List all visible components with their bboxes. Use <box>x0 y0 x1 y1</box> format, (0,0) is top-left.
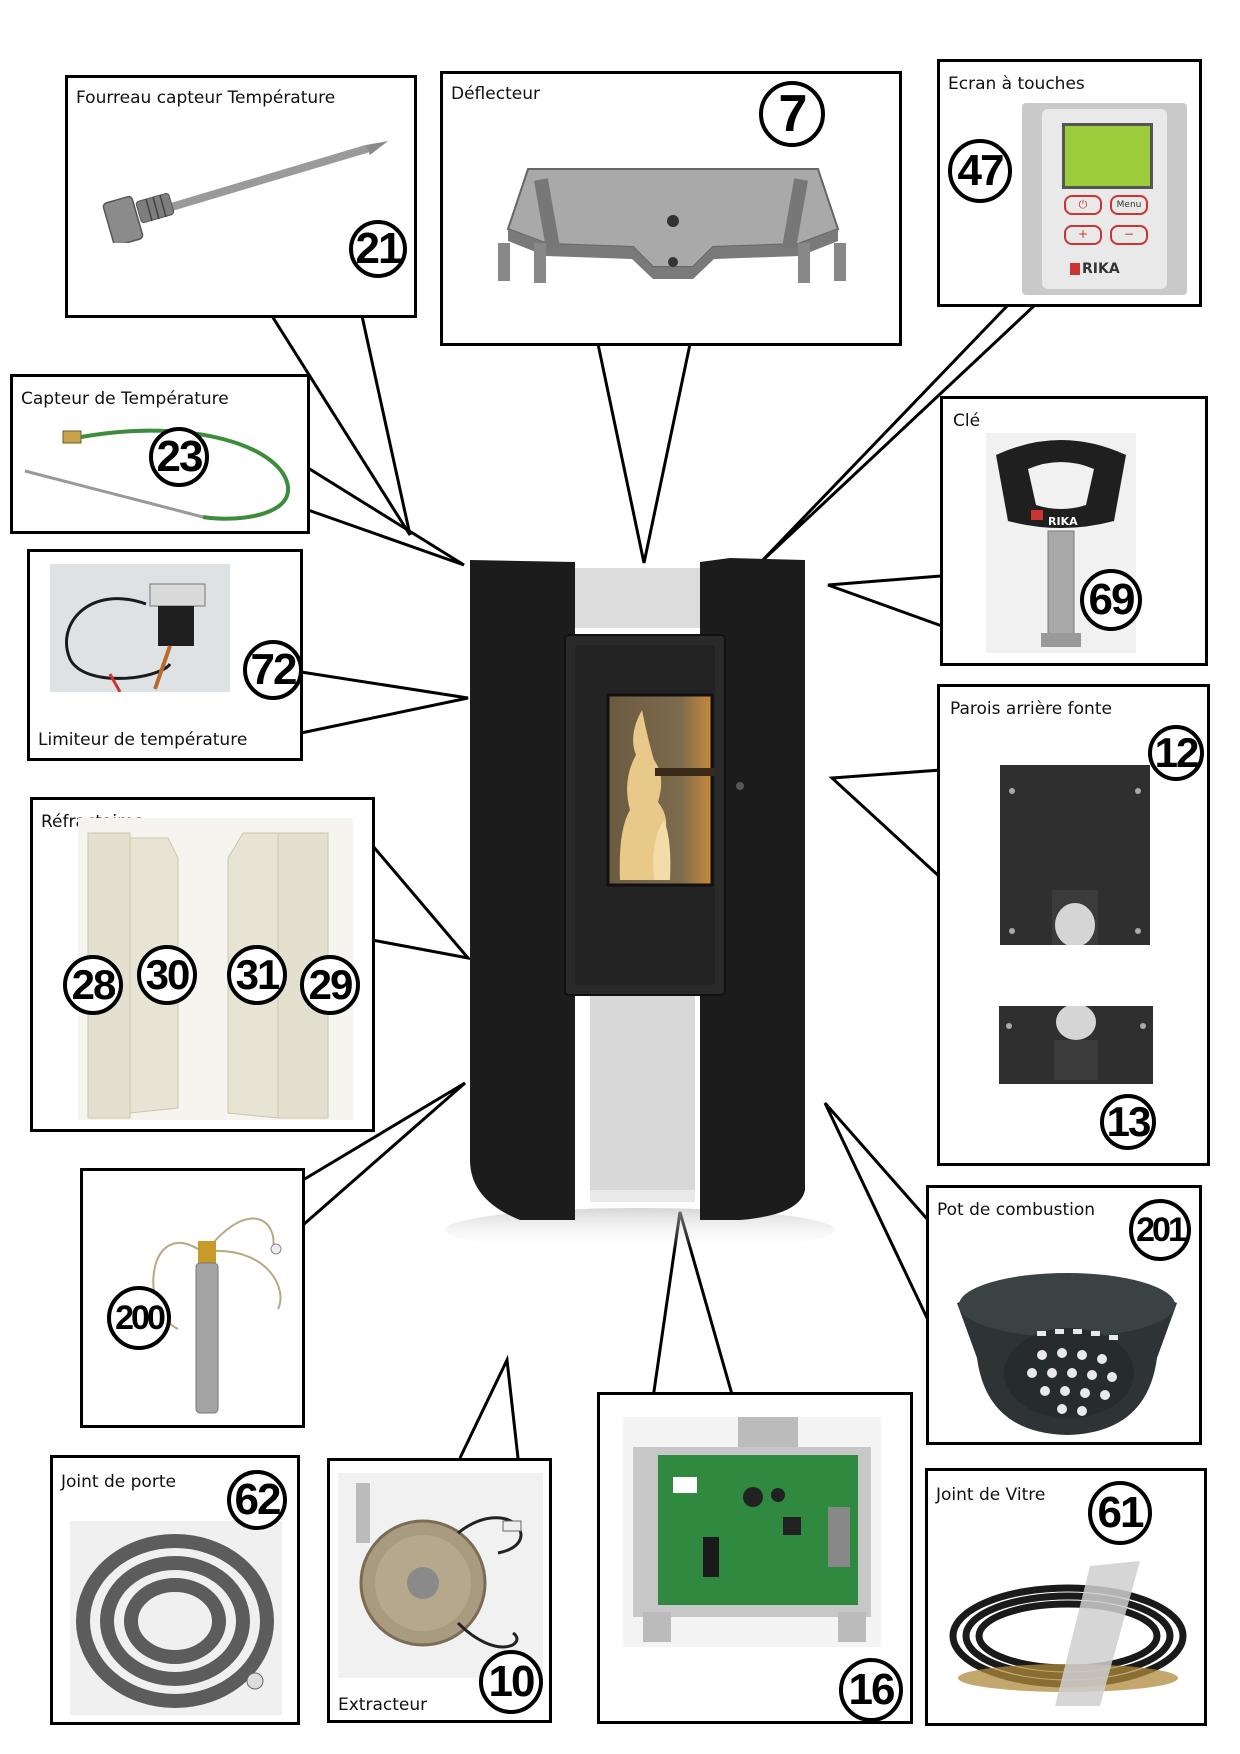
number-badge-201: 201 <box>1129 1199 1191 1261</box>
number-badge-30: 30 <box>137 945 197 1005</box>
number-badge-16: 16 <box>839 1658 903 1722</box>
callout-extracteur: Extracteur 10 <box>327 1458 552 1723</box>
number-badge-61: 61 <box>1088 1481 1152 1545</box>
leader-pot <box>823 1102 930 1321</box>
number-badge-200: 200 <box>107 1286 171 1350</box>
pellet-stove-image <box>445 558 835 1252</box>
number-badge-47: 47 <box>948 139 1012 203</box>
number-badge-12: 12 <box>1148 725 1204 781</box>
number-badge-21: 21 <box>349 220 407 278</box>
igniter-image <box>152 1217 282 1414</box>
callout-limiteur: Limiteur de température 72 <box>27 549 303 761</box>
callout-joint-porte: Joint de porte 62 <box>50 1455 300 1725</box>
screen-lcd <box>1062 123 1153 189</box>
label-joint-porte: Joint de porte <box>61 1472 176 1492</box>
leader-deflecteur <box>596 343 692 564</box>
label-ecran: Ecran à touches <box>948 74 1085 94</box>
number-badge-72: 72 <box>243 640 303 700</box>
number-badge-23: 23 <box>149 427 209 487</box>
cast-iron-back-wall-lower-image <box>999 1006 1153 1084</box>
deflector-image <box>498 168 846 283</box>
callout-carte: 16 <box>597 1392 913 1724</box>
control-board-image <box>623 1417 881 1647</box>
leader-limiteur <box>300 670 469 735</box>
minus-button: − <box>1110 225 1148 245</box>
number-badge-13: 13 <box>1100 1094 1156 1150</box>
callout-capteur: Capteur de Température 23 <box>10 374 310 534</box>
number-badge-28: 28 <box>63 955 123 1015</box>
temperature-limiter-image <box>50 564 230 692</box>
leader-cle <box>827 573 954 632</box>
label-fourreau: Fourreau capteur Température <box>76 88 336 108</box>
door-gasket-image <box>70 1521 282 1715</box>
key-image <box>986 433 1136 653</box>
plus-button: + <box>1064 225 1102 245</box>
callout-refractaires: Réfractaires 28 30 31 29 <box>30 797 375 1132</box>
number-badge-31: 31 <box>227 945 287 1005</box>
leader-refractaires <box>370 844 472 961</box>
glass-gasket-image <box>940 1556 1195 1716</box>
rika-logo: RIKA <box>1082 261 1120 277</box>
number-badge-69: 69 <box>1080 569 1142 631</box>
callout-fourreau: Fourreau capteur Température 21 <box>65 75 417 318</box>
leader-capteur <box>307 466 465 567</box>
label-extracteur: Extracteur <box>338 1695 428 1715</box>
label-deflecteur: Déflecteur <box>451 84 540 104</box>
key-rika-logo: RIKA <box>1048 515 1078 528</box>
leader-extracteur <box>458 1354 520 1459</box>
temperature-sensor-sleeve-image <box>102 141 388 243</box>
touch-screen-image: ⏻ Menu + − RIKA <box>1022 103 1187 295</box>
callout-parois: Parois arrière fonte 12 13 <box>937 684 1210 1166</box>
number-badge-10: 10 <box>479 1650 543 1714</box>
number-badge-7: 7 <box>759 81 825 147</box>
extractor-fan-image <box>338 1473 543 1678</box>
label-limiteur: Limiteur de température <box>38 730 248 750</box>
callout-ecran: Ecran à touches ⏻ Menu + − RIKA 47 <box>937 59 1202 307</box>
callout-joint-vitre: Joint de Vitre 61 <box>925 1468 1207 1726</box>
menu-button: Menu <box>1110 195 1148 215</box>
number-badge-29: 29 <box>300 955 360 1015</box>
label-pot: Pot de combustion <box>937 1200 1096 1220</box>
leader-parois <box>828 768 943 880</box>
leader-allumeur <box>302 1081 466 1227</box>
callout-allumeur: 200 <box>80 1168 305 1428</box>
label-joint-vitre: Joint de Vitre <box>936 1485 1046 1505</box>
rika-logo-mark <box>1070 263 1080 275</box>
power-button-icon: ⏻ <box>1064 195 1102 215</box>
cast-iron-back-wall-upper-image <box>1000 765 1150 945</box>
callout-pot: Pot de combustion 201 <box>926 1185 1202 1445</box>
label-cle: Clé <box>953 411 981 431</box>
callout-cle: Clé RIKA 69 <box>940 396 1208 666</box>
combustion-pot-image <box>957 1273 1177 1435</box>
leader-fourreau <box>270 315 412 536</box>
label-capteur: Capteur de Température <box>21 389 229 409</box>
label-parois: Parois arrière fonte <box>950 699 1112 719</box>
number-badge-62: 62 <box>227 1470 287 1530</box>
callout-deflecteur: Déflecteur 7 <box>440 71 902 346</box>
